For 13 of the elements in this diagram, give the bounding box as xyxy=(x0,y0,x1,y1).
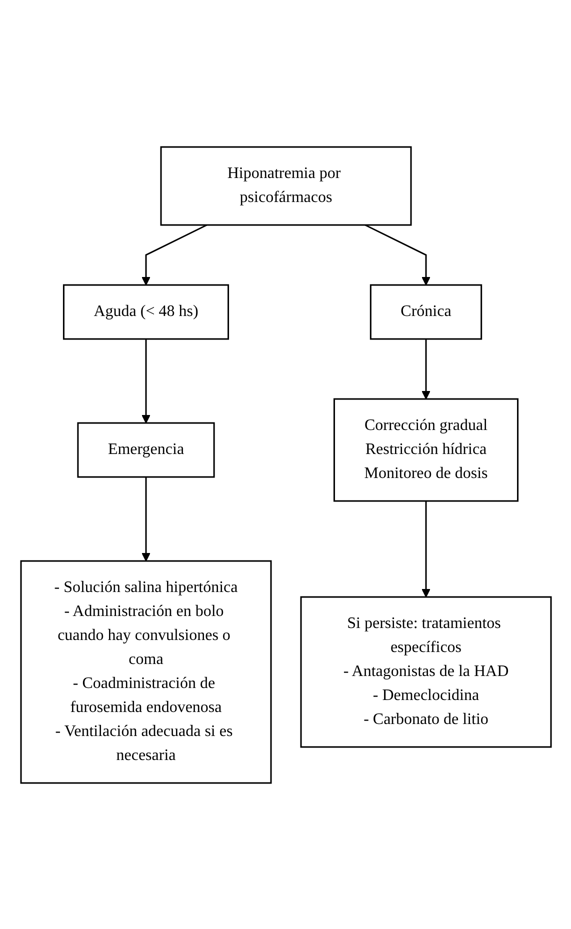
arrow xyxy=(141,338,150,423)
node-box: Emergencia xyxy=(76,422,214,478)
node-box: Hiponatremia por psicofármacos xyxy=(160,146,412,226)
arrow xyxy=(364,224,430,285)
arrow xyxy=(141,224,207,285)
arrow xyxy=(421,338,430,399)
node-box: Corrección gradual Restricción hídrica Monitoreo de dosis xyxy=(332,398,518,502)
arrow xyxy=(141,476,150,561)
node-box: Aguda (< 48 hs) xyxy=(62,284,229,340)
node-box: Si persiste: tratamientos específicos - Antagonistas de la HAD - Demeclocidina - Carbonato de litio xyxy=(300,596,552,748)
arrow xyxy=(421,500,430,597)
node-box: - Solución salina hipertónica - Administración en bolo cuando hay convulsiones o coma - Coadministración de furosemida endovenosa - Ventilación adecuada si es necesaria xyxy=(20,560,272,784)
node-box: Crónica xyxy=(369,284,482,340)
